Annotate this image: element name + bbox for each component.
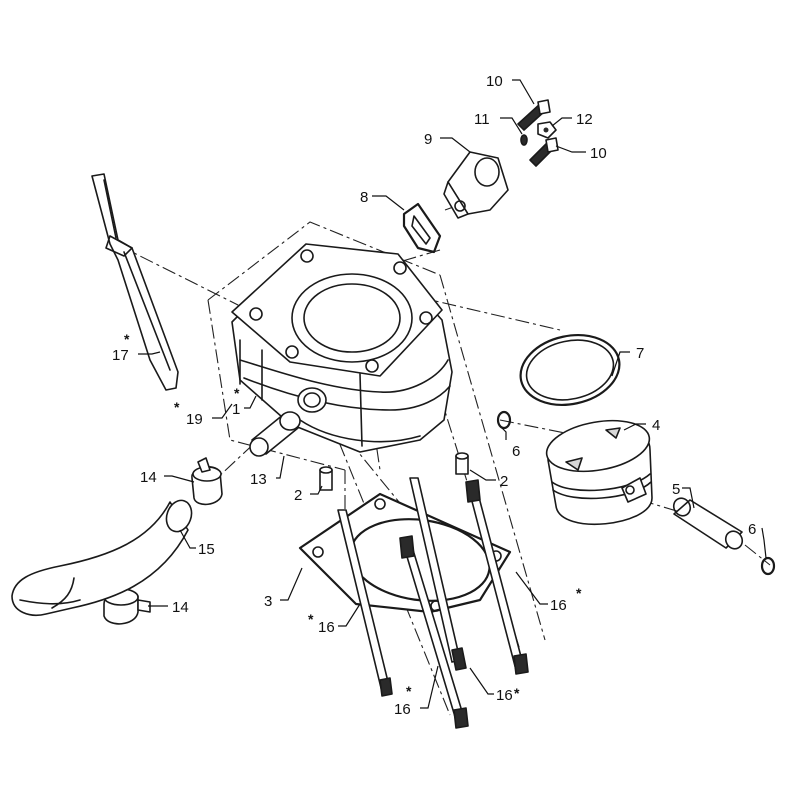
- leader-lines: [138, 79, 767, 709]
- part-1-cylinder: [231, 243, 453, 453]
- part-9-tensioner: [443, 151, 509, 219]
- asterisk-16-right: *: [576, 585, 582, 601]
- asterisk-17: *: [124, 331, 130, 347]
- callout-2-right: 2: [500, 473, 508, 490]
- part-10-bolts: [517, 99, 559, 167]
- callout-9: 9: [424, 131, 432, 148]
- callout-10-top: 10: [486, 73, 503, 90]
- part-4-piston: [545, 419, 653, 525]
- part-2-dowel-pins: [319, 452, 469, 491]
- callout-2-left: 2: [294, 487, 302, 504]
- callout-6-right: 6: [748, 521, 756, 538]
- part-5-piston-pin: [672, 497, 744, 550]
- callout-8: 8: [360, 189, 368, 206]
- part-6-circlips: [496, 410, 776, 576]
- callout-5: 5: [672, 481, 680, 498]
- callout-11: 11: [474, 111, 490, 128]
- asterisk-16-left: *: [308, 611, 314, 627]
- callout-7: 7: [636, 345, 644, 362]
- assembly-guide-lines: [117, 189, 771, 716]
- asterisk-16-bottom-right: *: [514, 685, 520, 701]
- callout-16-bottom-right: 16: [496, 687, 513, 704]
- callout-15: 15: [198, 541, 215, 558]
- callout-labels: 10 11 12 10 9 8 7 4 6 5 6 17 19 1 13 14 …: [112, 73, 756, 718]
- part-16-studs: [337, 477, 529, 729]
- callout-17: 17: [112, 347, 129, 364]
- callout-6-left: 6: [512, 443, 520, 460]
- callout-16-left: 16: [318, 619, 335, 636]
- callout-14-bottom: 14: [172, 599, 189, 616]
- part-15-intake-hose: [11, 499, 193, 616]
- callout-16-bottom-left: 16: [394, 701, 411, 718]
- part-8-gasket: [402, 202, 442, 254]
- callout-1: 1: [232, 401, 240, 418]
- asterisk-markers: * * * * * * *: [124, 331, 582, 701]
- part-17-chain-guide: [91, 173, 179, 391]
- part-13-intake-boot: [249, 411, 301, 457]
- callout-4: 4: [652, 417, 660, 434]
- part-7-piston-rings: [519, 334, 621, 406]
- part-11-12-washer-nut: [520, 121, 557, 146]
- callout-12: 12: [576, 111, 593, 128]
- callout-10-bottom: 10: [590, 145, 607, 162]
- callout-3: 3: [264, 593, 272, 610]
- callout-14-top: 14: [140, 469, 157, 486]
- asterisk-16-bottom-left: *: [406, 683, 412, 699]
- callout-19: 19: [186, 411, 203, 428]
- asterisk-1: *: [234, 385, 240, 401]
- callout-16-right: 16: [550, 597, 567, 614]
- callout-13: 13: [250, 471, 267, 488]
- asterisk-19: *: [174, 399, 180, 415]
